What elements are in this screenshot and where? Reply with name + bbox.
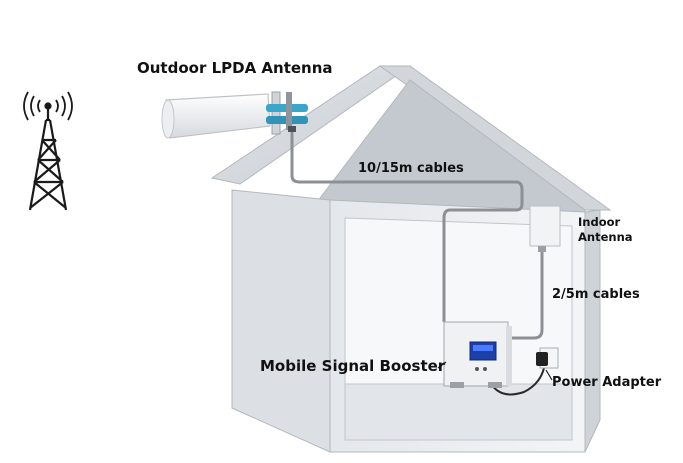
indoor-cable xyxy=(506,246,544,340)
outdoor-cable-label: 10/15m cables xyxy=(358,161,464,176)
indoor-antenna-label-line1: Indoor xyxy=(578,215,621,229)
indoor-antenna-label-line2: Antenna xyxy=(578,230,633,244)
signal-booster-icon xyxy=(443,321,512,388)
power-cable xyxy=(489,367,545,396)
outdoor-cable xyxy=(290,128,524,322)
cell-tower-icon xyxy=(23,91,73,211)
lpda-antenna-icon xyxy=(161,91,308,139)
power-adapter-icon xyxy=(536,347,559,369)
panel-antenna-icon xyxy=(529,205,561,252)
indoor-cable-label: 2/5m cables xyxy=(552,287,640,302)
power-adapter-label: Power Adapter xyxy=(552,375,662,390)
leader-booster xyxy=(437,361,447,369)
leader-adapter xyxy=(545,369,553,381)
outdoor-antenna-label: Outdoor LPDA Antenna xyxy=(137,59,333,77)
booster-label: Mobile Signal Booster xyxy=(260,357,446,375)
